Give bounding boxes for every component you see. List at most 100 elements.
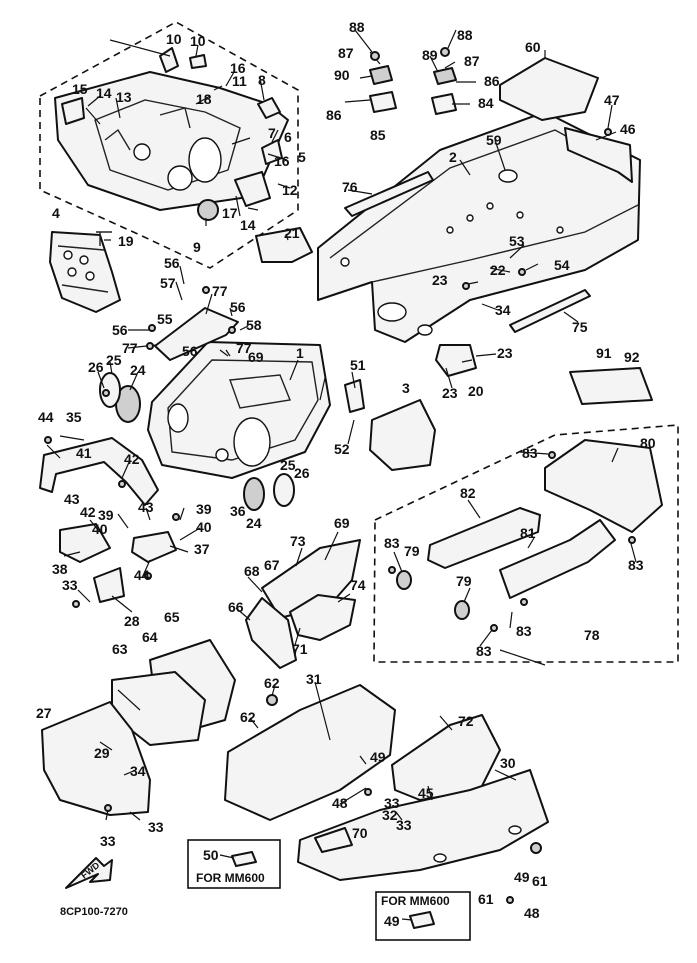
callout-39: 39 <box>98 507 114 523</box>
callout-49: 49 <box>514 869 530 885</box>
callout-56: 56 <box>164 255 180 271</box>
callout-89: 89 <box>422 47 438 63</box>
callout-65: 65 <box>164 609 180 625</box>
callout-34: 34 <box>495 302 511 318</box>
callout-33: 33 <box>148 819 164 835</box>
fasteners <box>44 47 636 904</box>
part-38-bracket <box>59 523 111 563</box>
part-1-chassis <box>147 341 331 479</box>
callout-75: 75 <box>572 319 588 335</box>
part-30-hole-b <box>508 825 522 835</box>
callout-17: 17 <box>222 205 238 221</box>
callout-48: 48 <box>524 905 540 921</box>
callout-69: 69 <box>334 515 350 531</box>
part-30-hole-a <box>433 853 447 863</box>
callout-10: 10 <box>190 33 206 49</box>
part-3-bracket <box>369 399 436 471</box>
part-2-tunnel <box>317 111 641 343</box>
callout-77: 77 <box>122 340 138 356</box>
callout-40: 40 <box>92 521 108 537</box>
callout-60: 60 <box>525 39 541 55</box>
part-19-pin <box>96 231 112 246</box>
callout-19: 19 <box>118 233 134 249</box>
callout-79: 79 <box>404 543 420 559</box>
part-30-skid <box>297 769 549 881</box>
callout-23: 23 <box>442 385 458 401</box>
callout-73: 73 <box>290 533 306 549</box>
callout-83: 83 <box>628 557 644 573</box>
callout-13: 13 <box>116 89 132 105</box>
part-66-shield <box>245 597 297 669</box>
callout-2: 2 <box>449 149 457 165</box>
callout-81: 81 <box>520 525 536 541</box>
callout-26: 26 <box>88 359 104 375</box>
part-81-rail <box>499 519 616 599</box>
callout-16: 16 <box>274 153 290 169</box>
inset-box-mm600-left: 50 FOR MM600 <box>187 839 281 889</box>
part-51-plate <box>344 379 365 413</box>
callout-55: 55 <box>157 311 173 327</box>
callout-16: 16 <box>230 60 246 76</box>
callout-83: 83 <box>522 445 538 461</box>
callout-62: 62 <box>240 709 256 725</box>
callout-86: 86 <box>484 73 500 89</box>
part-4-bracket <box>49 231 121 313</box>
part-80-cover <box>544 439 663 533</box>
callout-35: 35 <box>66 409 82 425</box>
inset-left-caption: FOR MM600 <box>196 871 265 885</box>
upper-left-assembly-outline <box>39 21 299 269</box>
part-89-clip <box>433 67 457 85</box>
callout-77: 77 <box>236 340 252 356</box>
part-79-grommet-lower <box>454 600 470 620</box>
callout-33: 33 <box>100 833 116 849</box>
callout-62: 62 <box>264 675 280 691</box>
callout-59: 59 <box>486 132 502 148</box>
callout-68: 68 <box>244 563 260 579</box>
callout-70: 70 <box>352 825 368 841</box>
callout-25: 25 <box>106 352 122 368</box>
callout-14: 14 <box>240 217 256 233</box>
callout-82: 82 <box>460 485 476 501</box>
part-76-strip <box>344 171 434 217</box>
callout-11: 11 <box>232 73 247 89</box>
callout-71: 71 <box>292 641 308 657</box>
callout-9: 9 <box>193 239 201 255</box>
callout-21: 21 <box>284 225 300 241</box>
callout-85: 85 <box>370 127 386 143</box>
part-21-bracket <box>255 227 313 263</box>
callout-33: 33 <box>62 577 78 593</box>
callout-39: 39 <box>196 501 212 517</box>
callout-47: 47 <box>604 92 620 108</box>
callout-69: 69 <box>248 349 264 365</box>
callout-57: 57 <box>160 275 176 291</box>
callout-28: 28 <box>124 613 140 629</box>
callout-23: 23 <box>432 272 448 288</box>
fwd-arrow: FWD <box>65 857 113 889</box>
callout-22: 22 <box>490 262 506 278</box>
callout-10: 10 <box>166 31 182 47</box>
inset-left-part-number: 50 <box>203 847 219 863</box>
callout-88: 88 <box>457 27 473 43</box>
callout-34: 34 <box>130 763 146 779</box>
callout-84: 84 <box>478 95 494 111</box>
callout-66: 66 <box>228 599 244 615</box>
part-91-plate <box>569 367 653 405</box>
part-84-clip <box>431 93 457 115</box>
callout-53: 53 <box>509 233 525 249</box>
callout-56: 56 <box>112 322 128 338</box>
callout-44: 44 <box>134 567 150 583</box>
part-28-bracket <box>93 567 125 603</box>
part-46-bracket <box>564 127 633 183</box>
callout-48: 48 <box>332 795 348 811</box>
callout-46: 46 <box>620 121 636 137</box>
callout-23: 23 <box>497 345 513 361</box>
callout-7: 7 <box>268 125 276 141</box>
callout-40: 40 <box>196 519 212 535</box>
drawing-code: 8CP100-7270 <box>60 906 128 918</box>
callout-87: 87 <box>338 45 354 61</box>
callout-24: 24 <box>130 362 146 378</box>
callout-24: 24 <box>246 515 262 531</box>
callout-76: 76 <box>342 179 358 195</box>
callout-52: 52 <box>334 441 350 457</box>
part-27-shield <box>41 701 151 816</box>
